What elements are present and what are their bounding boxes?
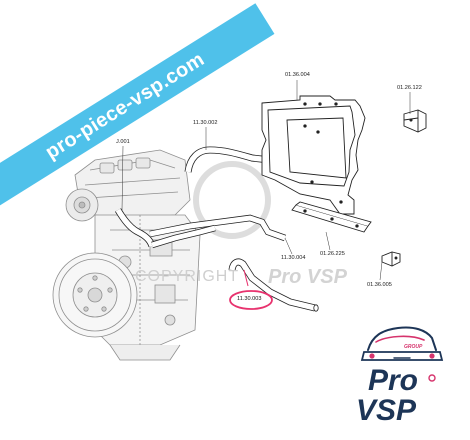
bracket-01-36-005 (381, 251, 401, 267)
pipe-11-30-004 (149, 214, 287, 249)
logo-group-label: GROUP (404, 344, 423, 350)
logo-car-outline (360, 326, 444, 361)
watermark-ring (193, 161, 271, 239)
logo-dot (428, 374, 436, 382)
callout-01-36-005: 01.36.005 (367, 282, 392, 288)
hose-11-30-003 (228, 258, 319, 312)
highlight-ring (229, 290, 273, 310)
hose-11-30-002 (184, 146, 274, 173)
callout-01-26-225: 01.26.225 (320, 251, 345, 257)
callout-j-001: J.001 (116, 139, 130, 145)
engine-block-illustration (52, 149, 201, 361)
heat-shield-01-36-004 (261, 95, 366, 215)
highlight-arrow (243, 269, 249, 287)
callout-11-30-003: 11.30.003 (237, 296, 262, 302)
brand-watermark: Pro VSP (268, 266, 347, 288)
copyright-watermark: COPYRIGHT (135, 268, 240, 285)
leader-lines (121, 80, 411, 281)
hose-j001 (114, 208, 156, 248)
logo-word-pro: Pro (368, 364, 419, 397)
callout-01-36-004: 01.36.004 (285, 72, 310, 78)
callout-11-30-004: 11.30.004 (281, 255, 306, 261)
callout-01-26-122: 01.26.122 (397, 85, 422, 91)
logo-word-vsp: VSP (356, 394, 417, 427)
bracket-01-26-122 (403, 109, 427, 133)
callout-11-30-002: 11.30.002 (193, 120, 218, 126)
bar-01-26-225 (291, 201, 372, 233)
